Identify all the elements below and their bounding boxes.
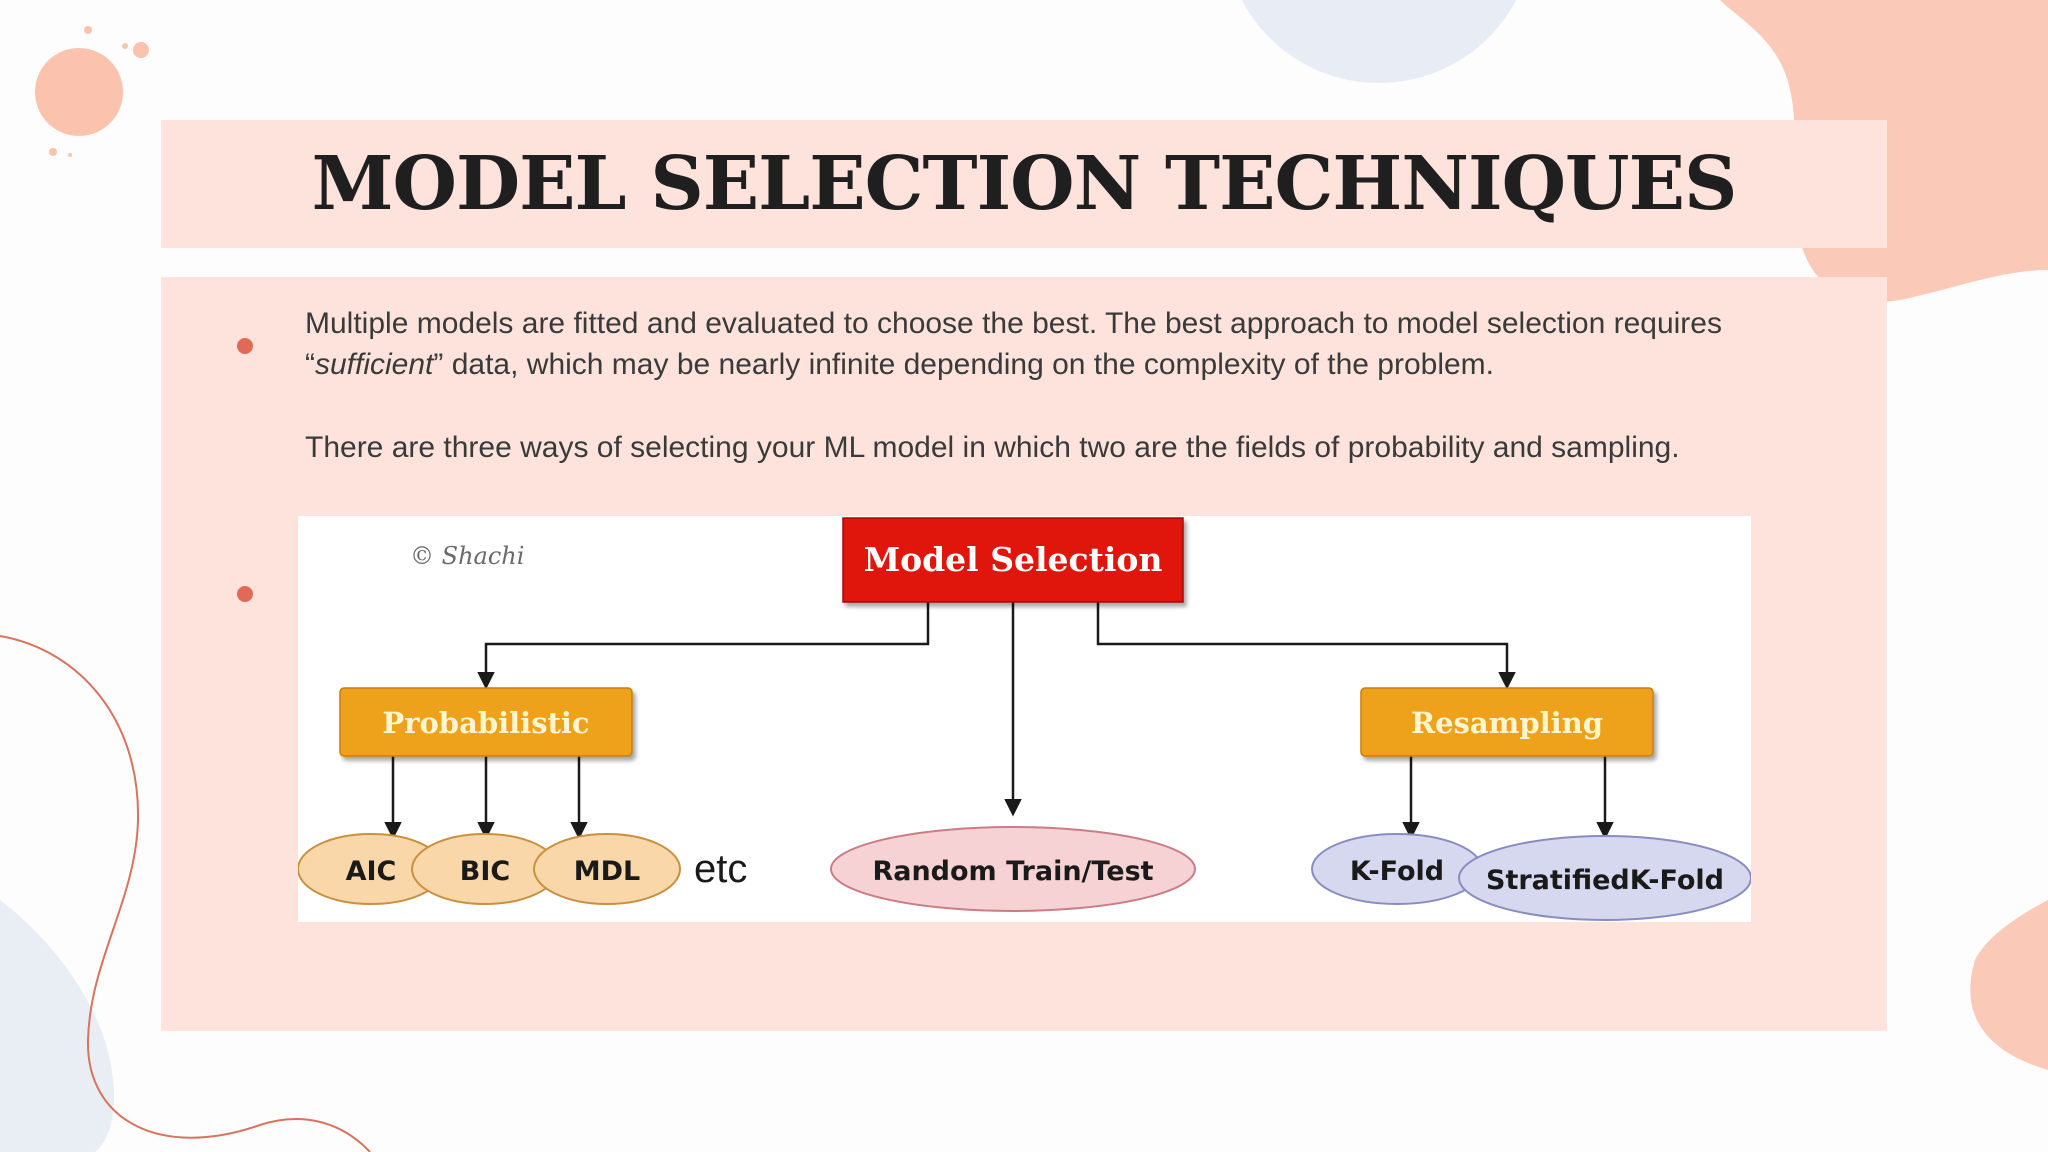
emphasis-text: sufficient (315, 348, 434, 381)
bullet-text: Multiple models are fitted and evaluated… (305, 307, 1722, 381)
bullet-text: There are three ways of selecting your M… (305, 431, 1680, 464)
splash-decoration (35, 48, 123, 136)
bullet-dot (237, 586, 253, 602)
train-test-label: Random Train/Test (872, 856, 1153, 887)
title-band: MODEL SELECTION TECHNIQUES (161, 120, 1887, 248)
probabilistic-label: Probabilistic (382, 706, 589, 740)
root-node-box (842, 517, 1184, 603)
slide-title: MODEL SELECTION TECHNIQUES (311, 141, 1738, 227)
connector-arrow (477, 602, 930, 690)
kfold-label: K-Fold (1350, 856, 1444, 887)
connector-arrow (1096, 602, 1516, 690)
resampling-box (1360, 687, 1654, 757)
top-blob-decoration (1241, 0, 1517, 83)
train-test-ellipse (830, 826, 1196, 912)
root-node-label: Model Selection (864, 540, 1163, 579)
stratified-ellipse (1458, 835, 1751, 921)
probabilistic-box (339, 687, 633, 757)
resampling-label: Resampling (1411, 706, 1603, 740)
connector-lines (384, 602, 1614, 840)
mdl-label: MDL (574, 856, 641, 887)
mdl-ellipse (533, 833, 681, 905)
bic-label: BIC (460, 856, 510, 887)
aic-label: AIC (346, 856, 397, 887)
right-blob-decoration (1970, 900, 2048, 1070)
watermark-text: © Shachi (410, 542, 524, 570)
curve-line-decoration (0, 635, 371, 1152)
bullet-dot (237, 338, 253, 354)
model-selection-diagram: © Shachi Model Selection Probabilistic R… (298, 516, 1751, 922)
etc-label: etc (694, 847, 747, 891)
stratified-label: StratifiedK-Fold (1486, 865, 1724, 896)
bottom-blob-decoration (0, 900, 115, 1152)
